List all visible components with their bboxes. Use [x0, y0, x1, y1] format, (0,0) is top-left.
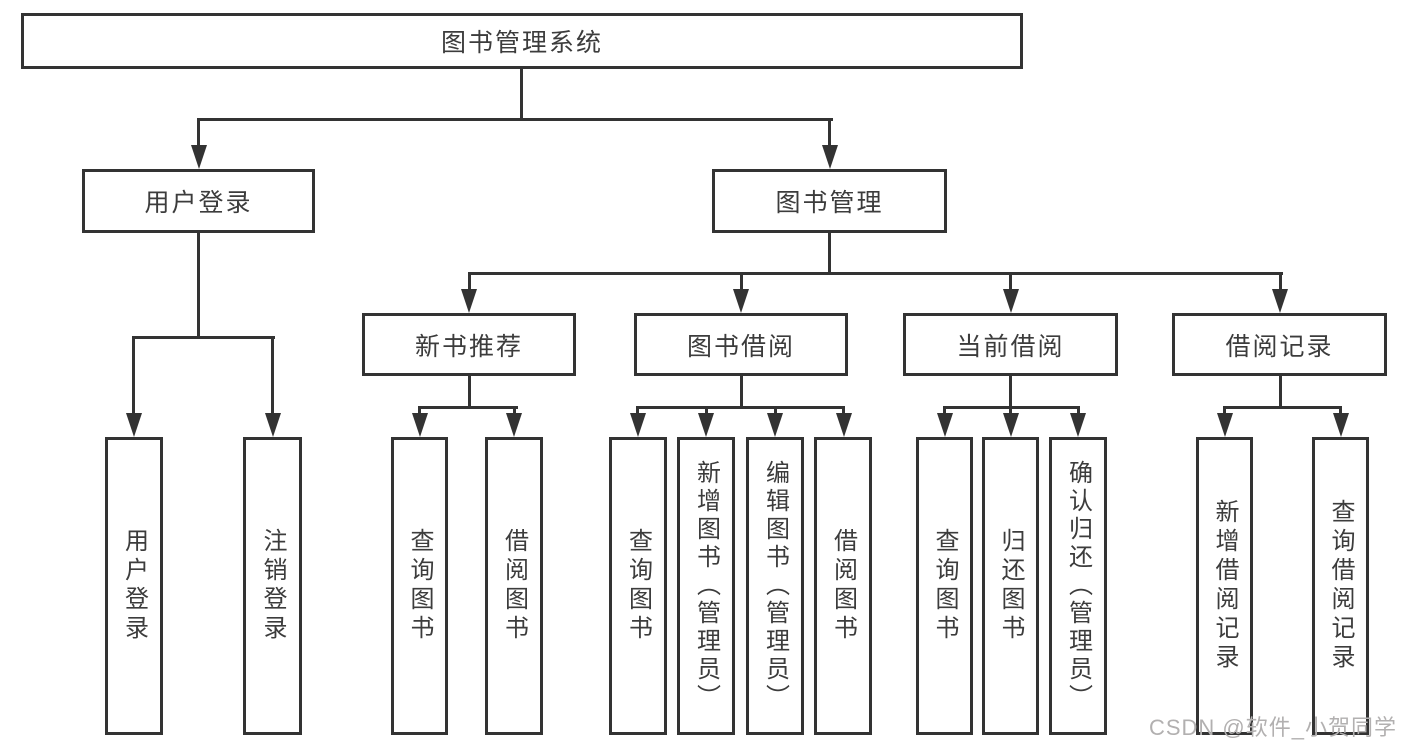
connector-book-borrowing-hline: [636, 406, 845, 409]
connector-drop-add-books-admin: [705, 406, 708, 418]
connector-drop-confirm-return-admin: [1077, 406, 1080, 418]
node-borrowing-records-label: 借阅记录: [1225, 332, 1334, 361]
csdn-watermark: CSDN @软件_小贺同学: [1148, 715, 1397, 740]
arrow-to-query-books-borrowing: [630, 413, 646, 437]
connector-new-book-recommend-trunk: [468, 376, 471, 409]
leaf-logout: 注销登录: [243, 437, 302, 735]
leaf-borrow-books-borrowing-label: 借阅图书: [829, 528, 857, 644]
arrow-to-return-books: [1003, 413, 1019, 437]
arrow-to-book-management: [822, 145, 838, 169]
arrow-to-confirm-return-admin: [1070, 413, 1086, 437]
node-book-borrowing: 图书借阅: [634, 313, 848, 376]
leaf-edit-books-admin-label: 编辑图书（管理员）: [761, 460, 789, 712]
node-book-borrowing-label: 图书借阅: [686, 332, 795, 361]
leaf-query-books-recommend-label: 查询图书: [406, 528, 433, 644]
node-current-borrowing-label: 当前借阅: [956, 332, 1065, 361]
connector-drop-borrow-books-borrowing: [842, 406, 845, 418]
arrow-to-user-login: [191, 145, 207, 169]
leaf-query-books-current-label: 查询图书: [931, 528, 958, 644]
node-new-book-recommend-label: 新书推荐: [414, 332, 523, 361]
leaf-query-books-borrowing-label: 查询图书: [624, 528, 652, 644]
connector-root-trunk: [520, 69, 523, 119]
connector-drop-query-borrowing-record: [1339, 406, 1342, 418]
connector-level2-hline: [197, 118, 833, 121]
leaf-confirm-return-admin-label: 确认归还（管理员）: [1064, 460, 1092, 712]
connector-drop-edit-books-admin: [774, 406, 777, 418]
node-borrowing-records: 借阅记录: [1172, 313, 1387, 376]
leaf-user-login-label: 用户登录: [120, 528, 148, 644]
leaf-query-books-current: 查询图书: [916, 437, 973, 735]
leaf-confirm-return-admin: 确认归还（管理员）: [1049, 437, 1107, 735]
connector-drop-query-books-recommend: [418, 406, 421, 418]
connector-book-management-trunk: [828, 233, 831, 275]
leaf-add-borrowing-record-label: 新增借阅记录: [1211, 499, 1238, 673]
connector-drop-user-login: [197, 118, 200, 148]
node-root: 图书管理系统: [21, 13, 1023, 69]
connector-level3-hline: [468, 272, 1283, 275]
connector-drop-query-books-borrowing: [636, 406, 639, 418]
leaf-borrow-books-borrowing: 借阅图书: [814, 437, 872, 735]
node-user-login-label: 用户登录: [144, 189, 253, 217]
connector-drop-book-management: [828, 118, 831, 148]
arrow-to-current-borrowing: [1003, 289, 1019, 313]
leaf-borrow-books-recommend-label: 借阅图书: [500, 528, 528, 644]
arrow-to-query-books-current: [937, 413, 953, 437]
node-root-label: 图书管理系统: [440, 29, 603, 57]
leaf-query-borrowing-record: 查询借阅记录: [1312, 437, 1369, 735]
leaf-add-books-admin-label: 新增图书（管理员）: [692, 460, 720, 712]
connector-drop-borrowing-records: [1279, 272, 1282, 292]
leaf-add-books-admin: 新增图书（管理员）: [677, 437, 735, 735]
leaf-logout-label: 注销登录: [259, 528, 286, 644]
connector-drop-borrow-books-recommend: [513, 406, 516, 418]
arrow-to-new-book-recommend: [461, 289, 477, 313]
arrow-to-book-borrowing: [733, 289, 749, 313]
leaf-return-books-label: 归还图书: [997, 528, 1024, 644]
connector-drop-book-borrowing: [740, 272, 743, 292]
arrow-to-borrowing-records: [1272, 289, 1288, 313]
connector-borrowing-records-trunk: [1279, 376, 1282, 409]
node-book-management: 图书管理: [712, 169, 947, 233]
arrow-to-query-books-recommend: [412, 413, 428, 437]
node-user-login: 用户登录: [82, 169, 315, 233]
connector-drop-new-book-recommend: [468, 272, 471, 292]
connector-book-borrowing-trunk: [740, 376, 743, 409]
leaf-query-books-borrowing: 查询图书: [609, 437, 667, 735]
arrow-to-borrow-books-recommend: [506, 413, 522, 437]
arrow-to-user-login-leaf: [126, 413, 142, 437]
node-book-management-label: 图书管理: [775, 189, 884, 217]
leaf-borrow-books-recommend: 借阅图书: [485, 437, 543, 735]
connector-drop-current-borrowing: [1009, 272, 1012, 292]
connector-drop-return-books: [1009, 406, 1012, 418]
leaf-edit-books-admin: 编辑图书（管理员）: [746, 437, 804, 735]
node-current-borrowing: 当前借阅: [903, 313, 1118, 376]
connector-user-login-trunk: [197, 233, 200, 337]
connector-user-login-hline: [132, 336, 275, 339]
arrow-to-query-borrowing-record: [1333, 413, 1349, 437]
connector-current-borrowing-trunk: [1009, 376, 1012, 409]
leaf-add-borrowing-record: 新增借阅记录: [1196, 437, 1253, 735]
connector-new-book-recommend-hline: [418, 406, 518, 409]
leaf-query-borrowing-record-label: 查询借阅记录: [1327, 499, 1354, 673]
arrow-to-borrow-books-borrowing: [836, 413, 852, 437]
connector-drop-add-borrowing-record: [1223, 406, 1226, 418]
connector-borrowing-records-hline: [1223, 406, 1342, 409]
leaf-query-books-recommend: 查询图书: [391, 437, 448, 735]
arrow-to-logout-leaf: [265, 413, 281, 437]
connector-drop-query-books-current: [943, 406, 946, 418]
leaf-return-books: 归还图书: [982, 437, 1039, 735]
arrow-to-add-borrowing-record: [1217, 413, 1233, 437]
leaf-user-login: 用户登录: [105, 437, 163, 735]
connector-drop-logout-leaf: [271, 336, 274, 414]
arrow-to-add-books-admin: [698, 413, 714, 437]
arrow-to-edit-books-admin: [767, 413, 783, 437]
connector-drop-user-login-leaf: [132, 336, 135, 414]
node-new-book-recommend: 新书推荐: [362, 313, 576, 376]
